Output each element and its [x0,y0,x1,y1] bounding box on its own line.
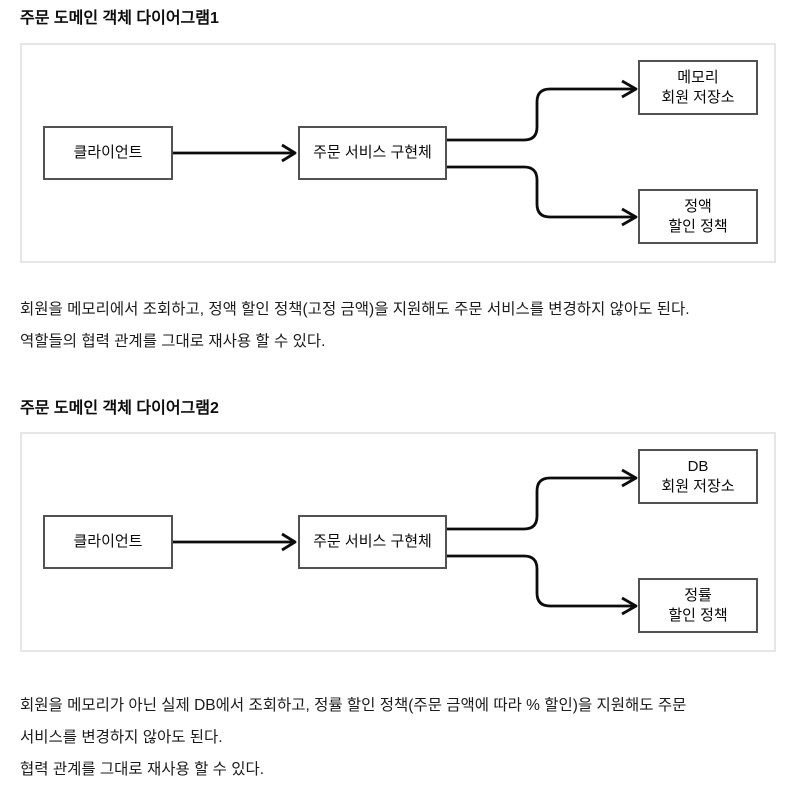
node-fixed-discount-policy: 정액 할인 정책 [638,189,758,244]
node-order-service: 주문 서비스 구현체 [298,515,447,569]
heading-diagram2: 주문 도메인 객체 다이어그램2 [20,400,219,417]
diagram2-connectors-svg [173,468,638,616]
arrowhead-icon [621,207,638,227]
arrow-service-to-top [447,87,636,142]
node-order-service: 주문 서비스 구현체 [298,126,447,180]
arrow-service-to-bottom [447,165,636,219]
node-client: 클라이언트 [43,515,173,569]
diagram2-canvas: 클라이언트 주문 서비스 구현체 DB 회원 저장소 정률 할인 정책 [20,432,776,652]
diagram1-canvas: 클라이언트 주문 서비스 구현체 메모리 회원 저장소 정액 할인 정책 [20,43,776,263]
node-db-member-repository: DB 회원 저장소 [638,449,758,504]
arrow-service-to-bottom [447,554,636,608]
arrow-service-to-top [447,476,636,531]
paragraph-diagram2-note: 회원을 메모리가 아닌 실제 DB에서 조회하고, 정률 할인 정책(주문 금액… [20,697,687,778]
node-client: 클라이언트 [43,126,173,180]
arrowhead-icon [621,79,638,99]
node-rate-discount-policy: 정률 할인 정책 [638,578,758,633]
arrowhead-icon [621,596,638,616]
paragraph-diagram1-note: 회원을 메모리에서 조회하고, 정액 할인 정책(고정 금액)을 지원해도 주문… [20,301,690,350]
arrowhead-icon [281,143,297,163]
arrowhead-icon [281,532,297,552]
arrowhead-icon [621,468,638,488]
node-memory-member-repository: 메모리 회원 저장소 [638,60,758,115]
diagram1-connectors-svg [173,79,638,227]
heading-diagram1: 주문 도메인 객체 다이어그램1 [20,10,219,27]
